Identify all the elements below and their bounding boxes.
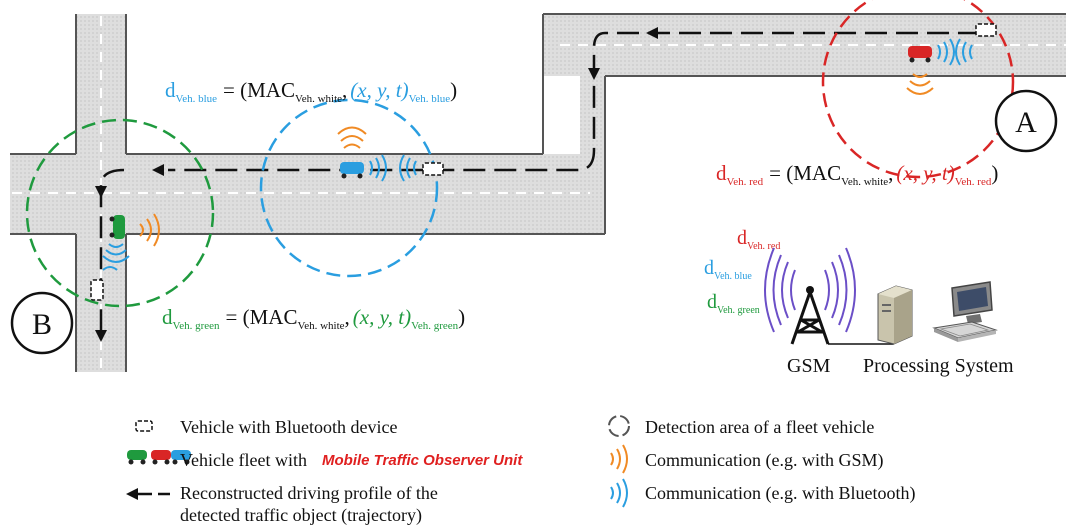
arrowhead-middle xyxy=(152,164,164,176)
detection-area-red xyxy=(821,0,1015,179)
label-b: B xyxy=(32,308,52,341)
legend-trajectory-line1: Reconstructed driving profile of the xyxy=(180,483,438,503)
bluetooth-signal-red xyxy=(937,38,973,66)
legend-detection-area-icon xyxy=(608,415,630,437)
server-icon xyxy=(877,285,913,345)
legend-trajectory-line2: detected traffic object (trajectory) xyxy=(180,505,422,526)
fleet-vehicle-blue xyxy=(340,162,364,179)
arrowhead-top xyxy=(646,27,658,39)
label-a-circle xyxy=(994,89,1058,153)
road-edges xyxy=(10,13,1066,372)
bluetooth-vehicle-middle xyxy=(422,162,444,176)
gsm-signal-green xyxy=(139,213,160,247)
gsm-tower-icon xyxy=(764,247,856,345)
trajectory-arrowheads xyxy=(95,27,658,342)
stack-label-red: dVeh. red xyxy=(737,227,780,252)
bluetooth-signal-green xyxy=(102,243,130,271)
legend-bluetooth-vehicle-text: Vehicle with Bluetooth device xyxy=(180,417,397,437)
trajectory-left xyxy=(99,168,125,330)
trajectory-top xyxy=(168,31,980,172)
fleet-vehicle-green xyxy=(109,215,125,239)
arrowhead-left-down-2 xyxy=(95,330,107,342)
arrowhead-right-vertical xyxy=(588,68,600,80)
trajectory xyxy=(99,31,980,330)
fleet-vehicle-red xyxy=(908,46,932,63)
bluetooth-vehicle-left xyxy=(90,279,104,301)
arrowhead-left-down-1 xyxy=(95,186,107,198)
detection-area-green xyxy=(25,118,215,308)
legend-trajectory-icon xyxy=(126,488,170,500)
formula-blue: dVeh. blue= (MACVeh. white,(x, y, t)Veh.… xyxy=(165,78,457,105)
legend-gsm-icon xyxy=(610,444,628,474)
gsm-signal-red xyxy=(906,73,934,95)
formula-green: dVeh. green= (MACVeh. white,(x, y, t)Veh… xyxy=(162,305,465,332)
legend-bluetooth-vehicle-icon xyxy=(135,420,153,432)
gsm-label: GSM xyxy=(787,355,831,377)
computer-icon xyxy=(932,281,998,342)
bluetooth-vehicle-top xyxy=(975,23,997,37)
stack-label-blue: dVeh. blue xyxy=(704,257,752,282)
legend: Vehicle with Bluetooth device Vehicle fl… xyxy=(126,415,915,526)
gsm-signal-blue xyxy=(337,126,367,149)
legend-bluetooth-text: Communication (e.g. with Bluetooth) xyxy=(645,483,915,504)
legend-detection-area-text: Detection area of a fleet vehicle xyxy=(645,417,874,437)
legend-fleet-icon xyxy=(127,450,191,465)
label-b-circle xyxy=(10,291,74,355)
stack-label-green: dVeh. green xyxy=(707,291,760,316)
legend-bluetooth-icon xyxy=(610,478,628,508)
legend-fleet-text: Vehicle fleet with xyxy=(180,450,307,470)
bluetooth-signal-blue xyxy=(369,154,417,182)
legend-fleet-unit: Mobile Traffic Observer Unit xyxy=(322,452,523,469)
detection-area-blue xyxy=(259,98,439,278)
label-a: A xyxy=(1015,106,1037,139)
formula-red: dVeh. red= (MACVeh. white,(x, y, t)Veh. … xyxy=(716,161,998,188)
processing-system-label: Processing System xyxy=(863,355,1014,377)
legend-gsm-text: Communication (e.g. with GSM) xyxy=(645,450,883,471)
